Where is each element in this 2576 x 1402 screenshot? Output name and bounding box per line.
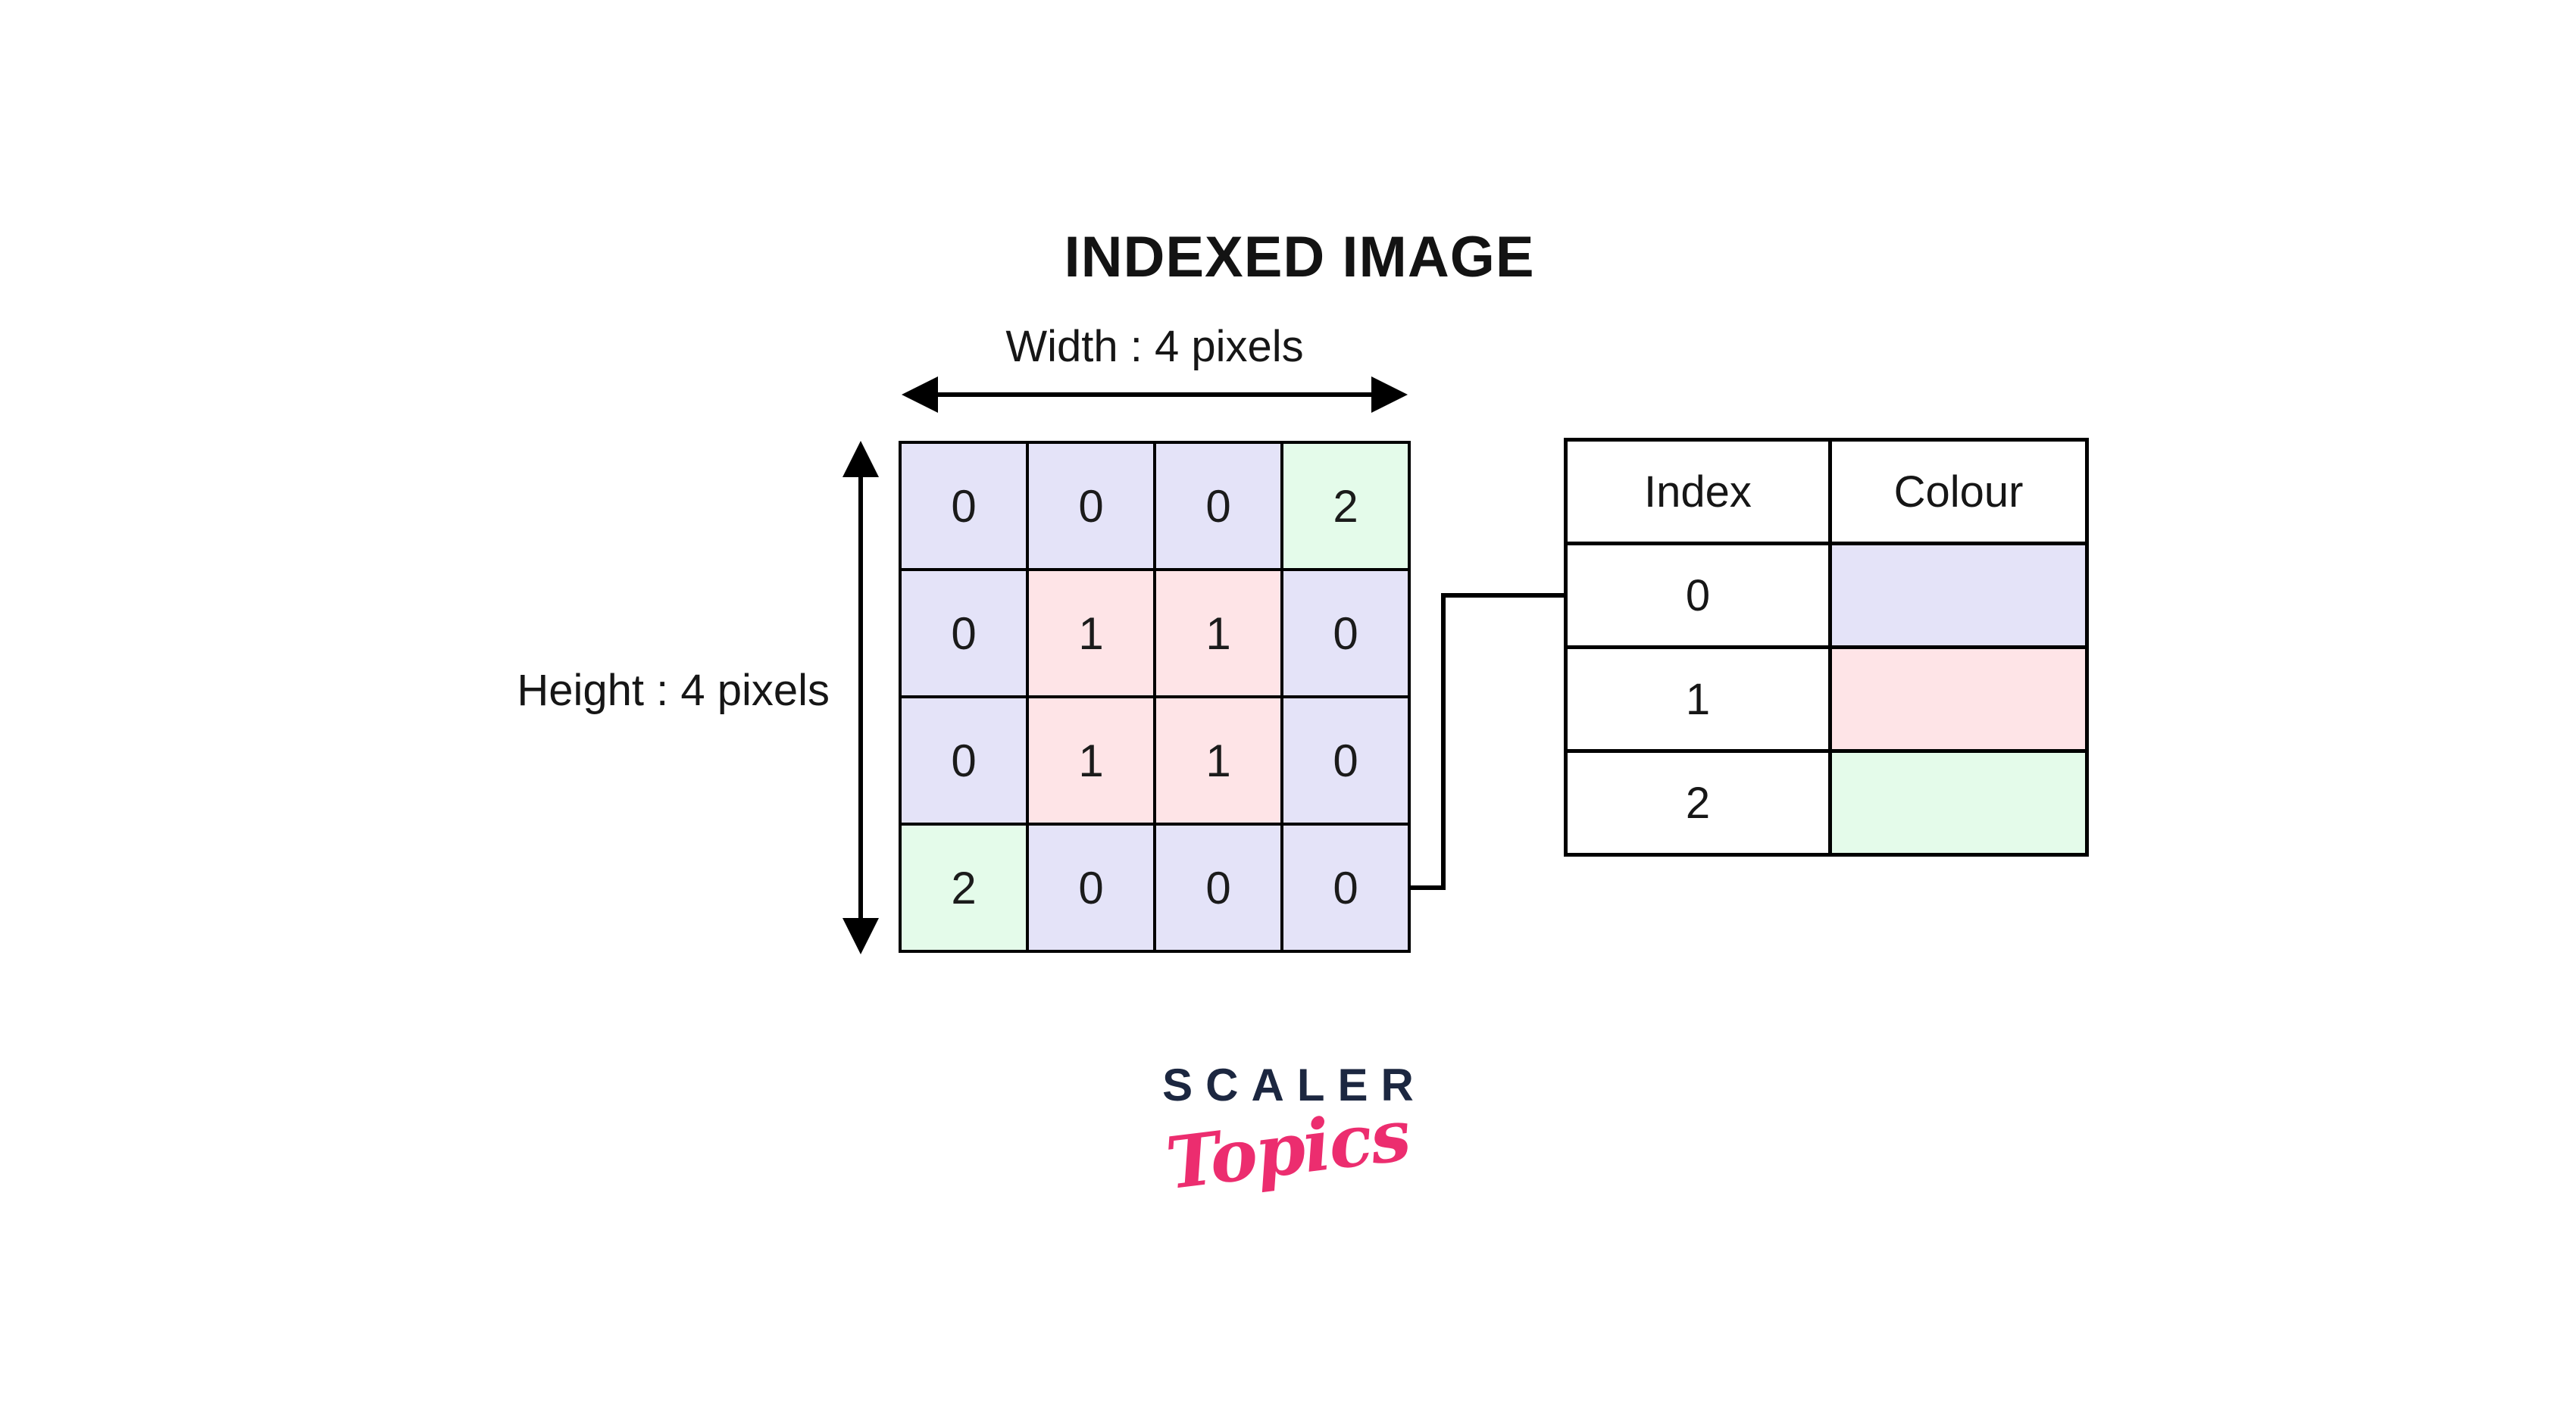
logo-product-text: Topics	[1161, 1093, 1415, 1207]
grid-cell: 0	[1283, 698, 1408, 826]
grid-cell: 0	[902, 444, 1029, 571]
width-dimension-label: Width : 4 pixels	[1005, 322, 1304, 371]
height-arrow	[843, 441, 879, 954]
lookup-table-row: 0	[1568, 545, 2085, 649]
grid-cell: 1	[1029, 698, 1156, 826]
grid-cell: 0	[902, 571, 1029, 698]
lookup-table-header-row: Index Colour	[1568, 442, 2085, 545]
lookup-index-value: 2	[1568, 753, 1832, 853]
height-dimension-label: Height : 4 pixels	[517, 666, 830, 715]
lookup-table-row: 2	[1568, 753, 2085, 853]
grid-cell: 0	[1156, 444, 1283, 571]
grid-cell: 0	[902, 698, 1029, 826]
grid-cell: 0	[1029, 444, 1156, 571]
page-title: INDEXED IMAGE	[1064, 225, 1535, 289]
grid-cell: 0	[1156, 826, 1283, 950]
logo-brand-text: SCALER	[1162, 1060, 1427, 1110]
grid-cell: 0	[1283, 571, 1408, 698]
scaler-topics-logo: SCALER Topics	[1023, 1059, 1553, 1206]
grid-cell: 1	[1156, 571, 1283, 698]
grid-cell: 1	[1029, 571, 1156, 698]
index-column-header: Index	[1568, 442, 1832, 545]
lookup-colour-swatch	[1832, 545, 2085, 649]
lookup-index-value: 0	[1568, 545, 1832, 649]
grid-cell: 1	[1156, 698, 1283, 826]
grid-cell: 0	[1029, 826, 1156, 950]
lookup-colour-swatch	[1832, 649, 2085, 753]
lookup-colour-swatch	[1832, 753, 2085, 853]
grid-cell: 2	[1283, 444, 1408, 571]
grid-cell: 0	[1283, 826, 1408, 950]
width-arrow	[902, 376, 1408, 413]
grid-cell: 2	[902, 826, 1029, 950]
lookup-index-value: 1	[1568, 649, 1832, 753]
colour-column-header: Colour	[1832, 442, 2085, 545]
lookup-table-row: 1	[1568, 649, 2085, 753]
